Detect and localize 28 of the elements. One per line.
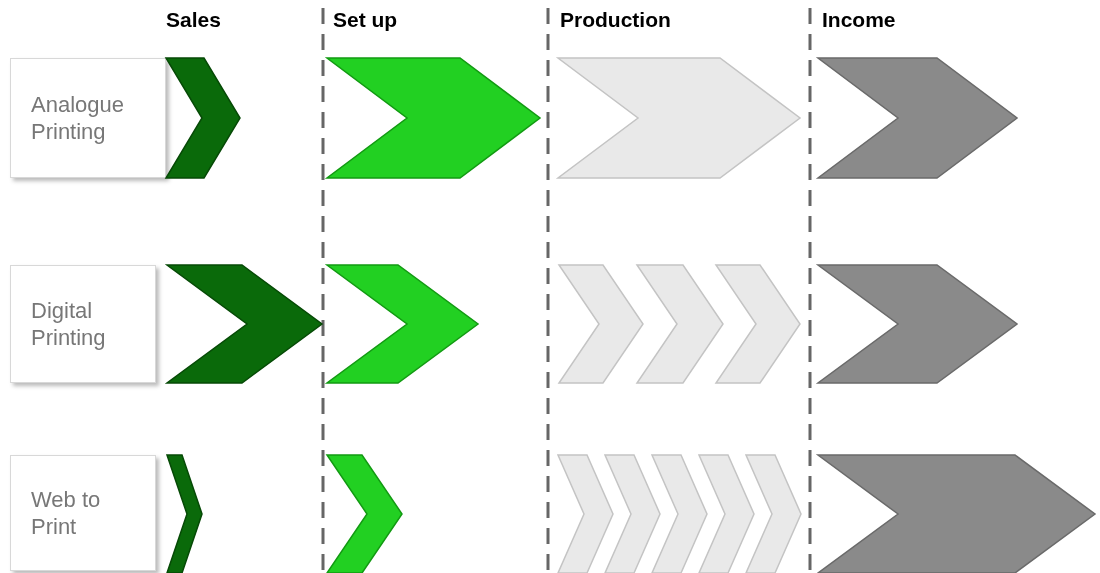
chevron-block [818,265,1017,383]
chevron-block [652,455,707,573]
column-header: Set up [333,8,398,32]
chevron-block [605,455,660,573]
chevron-block [166,58,240,178]
chevron-block [558,455,613,573]
chevron-block [699,455,754,573]
row-label: Digital Printing [31,296,107,352]
chevron-block [327,265,478,383]
row-label: Analogue Printing [31,90,125,146]
row-label-box [10,265,156,383]
row-label-box [10,58,166,178]
chevron-block [167,265,322,383]
row-label: Web to Print [31,485,102,541]
chevron-block [716,265,800,383]
chevron-block [637,265,723,383]
chevron-block [327,58,540,178]
chevron-block [559,265,643,383]
column-header: Production [560,8,671,32]
chevron-block [746,455,801,573]
chevron-block [818,58,1017,178]
chevron-block [327,455,402,573]
chevron-block [818,455,1095,573]
chevron-block [558,58,800,178]
row-label-box [10,455,156,571]
column-header: Income [822,8,896,32]
chevron-block [167,455,202,573]
column-header: Sales [166,8,221,32]
